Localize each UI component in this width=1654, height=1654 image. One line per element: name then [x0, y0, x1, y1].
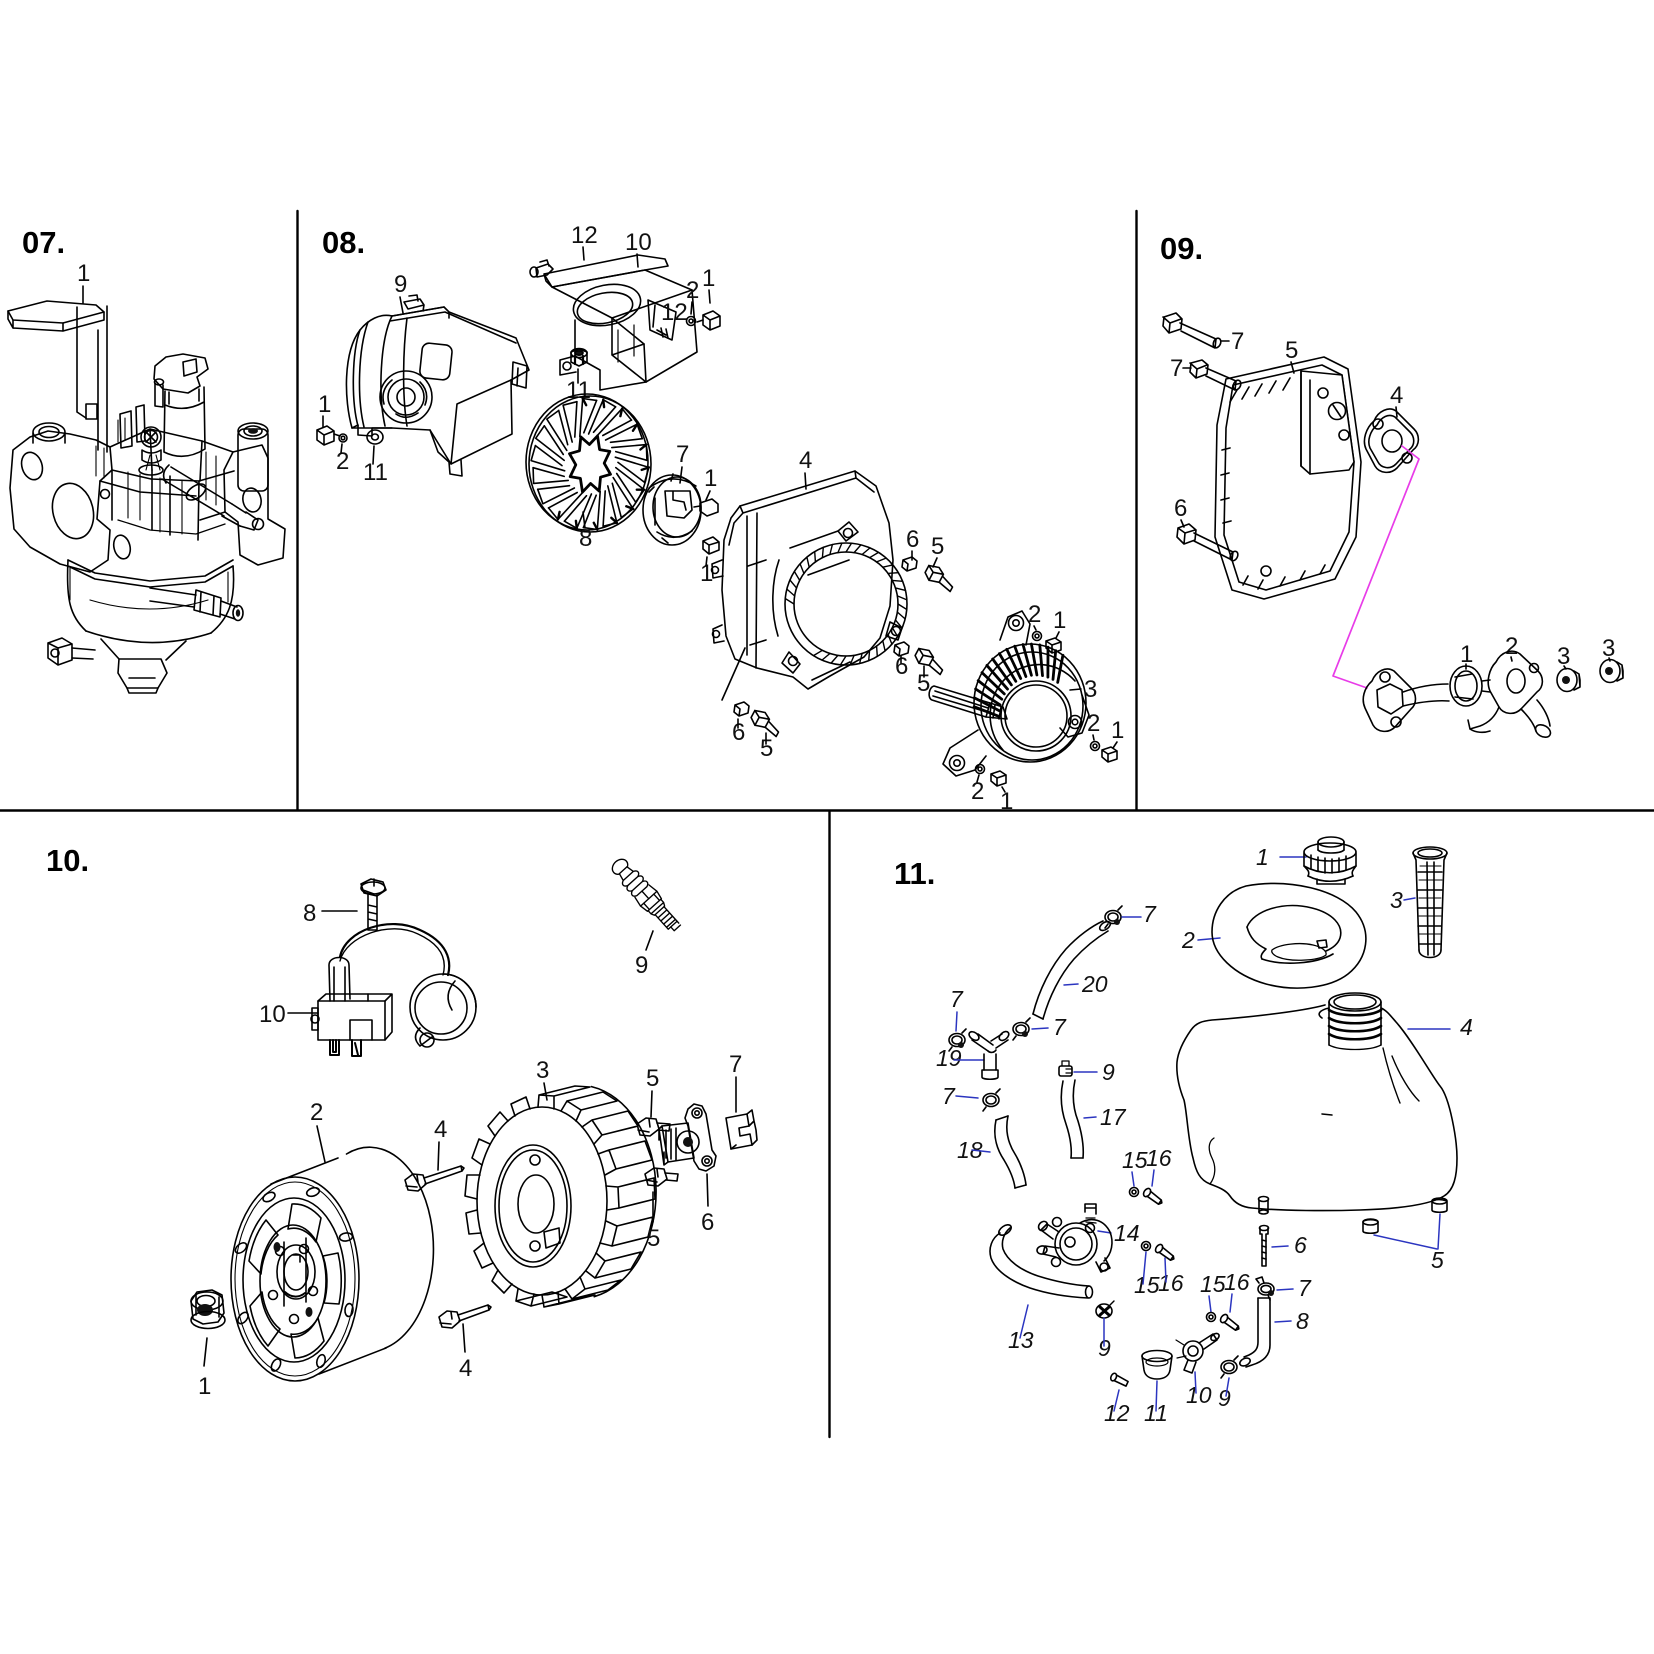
- svg-text:7: 7: [1298, 1275, 1312, 1301]
- svg-text:6: 6: [895, 653, 908, 680]
- svg-text:2: 2: [971, 778, 984, 805]
- svg-text:2: 2: [310, 1099, 323, 1126]
- svg-text:6: 6: [701, 1209, 714, 1236]
- svg-text:11: 11: [1144, 1400, 1168, 1426]
- svg-text:9: 9: [635, 952, 648, 979]
- svg-text:5: 5: [931, 533, 944, 560]
- svg-text:09.: 09.: [1160, 231, 1203, 266]
- svg-text:8: 8: [1296, 1308, 1309, 1334]
- svg-text:3: 3: [536, 1057, 549, 1084]
- svg-text:1: 1: [1053, 607, 1066, 634]
- svg-text:1: 1: [198, 1373, 211, 1400]
- svg-text:2: 2: [1505, 633, 1518, 660]
- svg-text:7: 7: [1231, 328, 1244, 355]
- svg-text:4: 4: [459, 1355, 472, 1382]
- svg-text:6: 6: [732, 719, 745, 746]
- svg-text:16: 16: [1158, 1270, 1184, 1296]
- svg-text:5: 5: [917, 670, 930, 697]
- svg-text:2: 2: [686, 277, 699, 304]
- svg-text:1: 1: [1000, 788, 1013, 815]
- svg-text:14: 14: [1114, 1220, 1140, 1246]
- svg-text:6: 6: [906, 526, 919, 553]
- svg-text:1: 1: [318, 391, 331, 418]
- svg-text:1: 1: [702, 265, 715, 292]
- svg-text:7: 7: [729, 1051, 742, 1078]
- svg-text:2: 2: [1087, 710, 1100, 737]
- svg-text:12: 12: [1104, 1400, 1130, 1426]
- svg-text:16: 16: [1146, 1145, 1172, 1171]
- svg-text:10.: 10.: [46, 843, 89, 878]
- svg-text:7: 7: [1053, 1014, 1067, 1040]
- svg-text:5: 5: [1431, 1247, 1444, 1273]
- svg-text:7: 7: [1143, 901, 1157, 927]
- svg-text:7: 7: [1170, 355, 1183, 382]
- svg-text:07.: 07.: [22, 225, 65, 260]
- svg-text:18: 18: [957, 1137, 983, 1163]
- svg-text:3: 3: [1602, 635, 1615, 662]
- svg-text:16: 16: [1224, 1269, 1250, 1295]
- svg-text:15: 15: [1134, 1272, 1160, 1298]
- svg-text:1: 1: [1256, 844, 1269, 870]
- svg-text:9: 9: [1218, 1385, 1231, 1411]
- svg-text:4: 4: [1460, 1014, 1473, 1040]
- svg-text:5: 5: [647, 1225, 660, 1252]
- svg-text:17: 17: [1100, 1104, 1127, 1130]
- svg-text:9: 9: [394, 271, 407, 298]
- svg-text:1: 1: [1460, 641, 1473, 668]
- svg-text:3: 3: [1557, 643, 1570, 670]
- svg-text:4: 4: [434, 1116, 447, 1143]
- svg-text:9: 9: [1102, 1059, 1115, 1085]
- svg-text:12: 12: [571, 222, 598, 249]
- svg-text:8: 8: [579, 525, 592, 552]
- svg-text:1: 1: [77, 260, 90, 287]
- svg-text:15: 15: [1200, 1271, 1226, 1297]
- svg-text:7: 7: [676, 441, 689, 468]
- svg-text:4: 4: [799, 447, 812, 474]
- svg-text:15: 15: [1122, 1147, 1148, 1173]
- svg-text:2: 2: [336, 448, 349, 475]
- svg-text:08.: 08.: [322, 225, 365, 260]
- svg-text:7: 7: [950, 986, 964, 1012]
- svg-text:1: 1: [700, 560, 713, 587]
- svg-text:5: 5: [760, 735, 773, 762]
- svg-text:19: 19: [936, 1045, 962, 1071]
- svg-text:4: 4: [1390, 382, 1403, 409]
- svg-text:13: 13: [1008, 1327, 1034, 1353]
- svg-text:10: 10: [625, 229, 652, 256]
- svg-text:2: 2: [1181, 927, 1195, 953]
- svg-text:3: 3: [1084, 676, 1097, 703]
- svg-text:2: 2: [1028, 601, 1041, 628]
- svg-text:10: 10: [1186, 1382, 1212, 1408]
- svg-text:7: 7: [942, 1083, 956, 1109]
- svg-text:10: 10: [259, 1001, 286, 1028]
- svg-text:1: 1: [1111, 717, 1124, 744]
- svg-text:11: 11: [363, 459, 388, 486]
- svg-text:11.: 11.: [894, 856, 935, 891]
- svg-text:8: 8: [303, 900, 316, 927]
- svg-text:1: 1: [704, 465, 717, 492]
- svg-text:5: 5: [646, 1065, 659, 1092]
- svg-text:6: 6: [1174, 495, 1187, 522]
- svg-text:9: 9: [1098, 1335, 1111, 1361]
- svg-text:20: 20: [1081, 971, 1108, 997]
- svg-text:12: 12: [661, 299, 688, 326]
- svg-text:3: 3: [1390, 887, 1403, 913]
- svg-text:6: 6: [1294, 1232, 1307, 1258]
- svg-text:5: 5: [1285, 337, 1298, 364]
